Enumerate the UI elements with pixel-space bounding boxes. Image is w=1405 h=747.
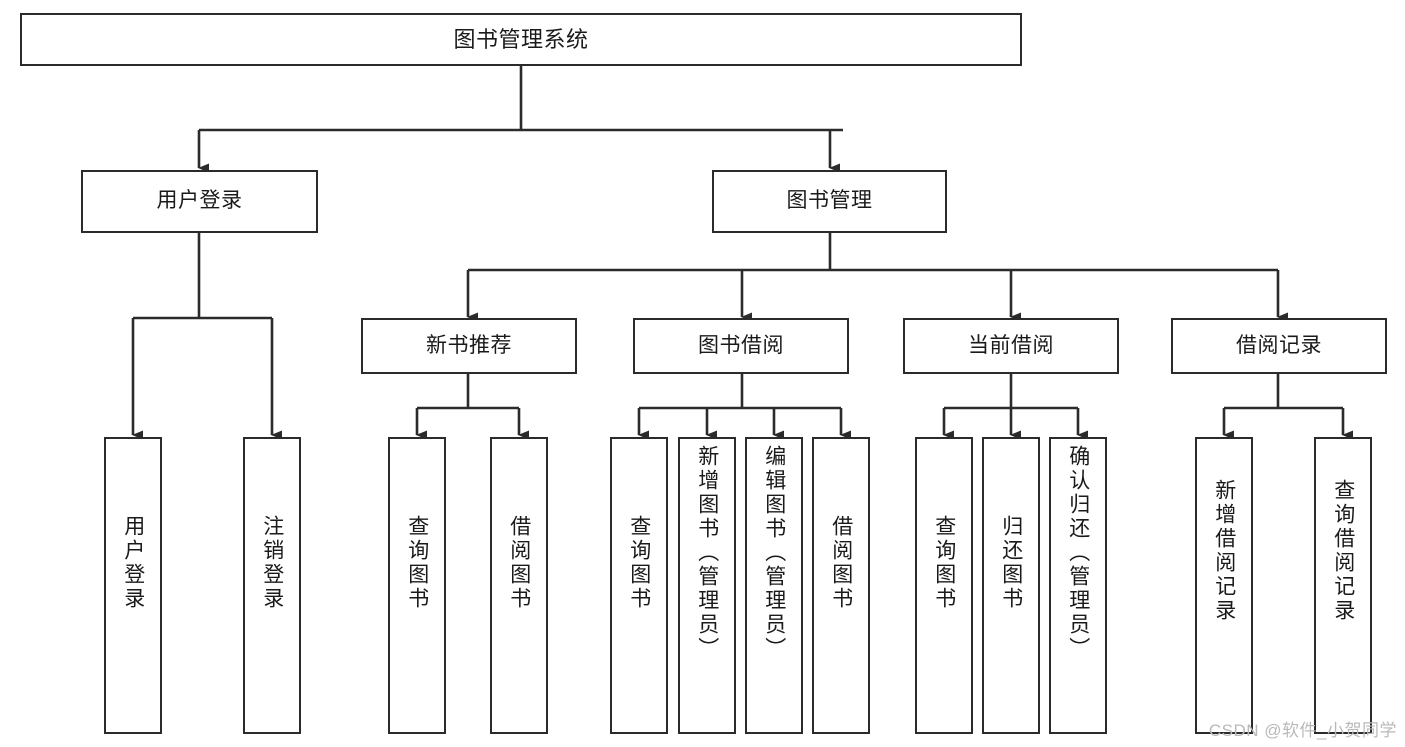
- leaf-confirm-return-label: 确认归还（管理员）: [1066, 445, 1090, 661]
- node-new-book-recommend[interactable]: 新书推荐: [361, 318, 577, 374]
- node-book-management[interactable]: 图书管理: [712, 170, 947, 233]
- leaf-return-book-label: 归还图书: [999, 515, 1023, 611]
- leaf-borrow-book-1-label: 借阅图书: [507, 515, 531, 611]
- leaf-add-book-label: 新增图书（管理员）: [695, 445, 719, 661]
- leaf-query-book-1[interactable]: 查询图书: [388, 437, 446, 734]
- node-current-borrow[interactable]: 当前借阅: [903, 318, 1119, 374]
- leaf-confirm-return[interactable]: 确认归还（管理员）: [1049, 437, 1107, 734]
- leaf-add-book[interactable]: 新增图书（管理员）: [678, 437, 736, 734]
- leaf-borrow-book-1[interactable]: 借阅图书: [490, 437, 548, 734]
- leaf-query-book-2[interactable]: 查询图书: [610, 437, 668, 734]
- leaf-edit-book-label: 编辑图书（管理员）: [762, 445, 786, 661]
- node-root[interactable]: 图书管理系统: [20, 13, 1022, 66]
- node-user-login-label: 用户登录: [156, 189, 243, 213]
- leaf-borrow-book-2[interactable]: 借阅图书: [812, 437, 870, 734]
- leaf-edit-book[interactable]: 编辑图书（管理员）: [745, 437, 803, 734]
- leaf-query-book-3[interactable]: 查询图书: [915, 437, 973, 734]
- node-user-login[interactable]: 用户登录: [81, 170, 318, 233]
- node-borrow-record-label: 借阅记录: [1236, 333, 1322, 357]
- csdn-watermark: CSDN @软件_小贺同学: [1208, 721, 1397, 740]
- node-book-borrow[interactable]: 图书借阅: [633, 318, 849, 374]
- leaf-add-record-label: 新增借阅记录: [1212, 479, 1236, 623]
- leaf-user-login-label: 用户登录: [121, 515, 145, 611]
- leaf-logout-login-label: 注销登录: [260, 515, 284, 611]
- leaf-return-book[interactable]: 归还图书: [982, 437, 1040, 734]
- leaf-query-book-1-label: 查询图书: [405, 515, 429, 611]
- leaf-query-record[interactable]: 查询借阅记录: [1314, 437, 1372, 734]
- leaf-logout-login[interactable]: 注销登录: [243, 437, 301, 734]
- leaf-query-record-label: 查询借阅记录: [1331, 479, 1355, 623]
- leaf-query-book-2-label: 查询图书: [627, 515, 651, 611]
- node-borrow-record[interactable]: 借阅记录: [1171, 318, 1387, 374]
- leaf-query-book-3-label: 查询图书: [932, 515, 956, 611]
- node-current-borrow-label: 当前借阅: [968, 333, 1054, 357]
- leaf-borrow-book-2-label: 借阅图书: [829, 515, 853, 611]
- leaf-user-login[interactable]: 用户登录: [104, 437, 162, 734]
- node-book-management-label: 图书管理: [786, 189, 873, 213]
- leaf-add-record[interactable]: 新增借阅记录: [1195, 437, 1253, 734]
- node-root-label: 图书管理系统: [453, 26, 589, 52]
- node-book-borrow-label: 图书借阅: [698, 333, 784, 357]
- node-new-book-recommend-label: 新书推荐: [426, 333, 512, 357]
